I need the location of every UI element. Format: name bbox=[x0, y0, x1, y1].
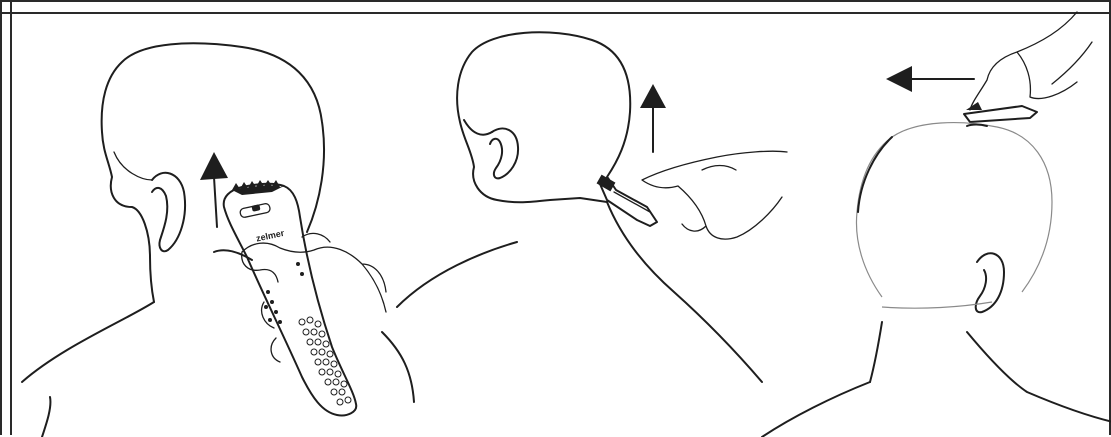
clipper-brand-label: zelmer bbox=[255, 228, 285, 244]
panel-3-shoulders bbox=[762, 382, 870, 437]
panel-2-hand bbox=[642, 151, 787, 239]
panel-2-shoulders bbox=[397, 242, 517, 307]
panel-3-left-arrow-icon bbox=[886, 66, 912, 92]
panel-1-arrow-shaft bbox=[214, 177, 217, 227]
panel-2-clipper bbox=[597, 175, 657, 226]
panel-3-clipper-blade bbox=[966, 102, 982, 110]
panel-3-top-head-trim bbox=[762, 12, 1111, 437]
panel-1-clipper: zelmer bbox=[224, 180, 357, 415]
panel-1-shoulders bbox=[22, 302, 154, 382]
panel-1-ear bbox=[152, 173, 185, 251]
panel-2-side-neck-trim bbox=[397, 32, 787, 382]
clipper-grip-pattern bbox=[299, 317, 351, 405]
panel-1-hand bbox=[242, 233, 386, 362]
panel-2-ear bbox=[490, 128, 518, 178]
panel-2-up-arrow-icon bbox=[640, 84, 666, 108]
panel-3-head-outline bbox=[856, 123, 1052, 297]
panel-1-back-neck-trim: zelmer bbox=[22, 43, 414, 437]
panel-3-hand bbox=[970, 12, 1092, 110]
panel-1-up-arrow-icon bbox=[200, 152, 228, 180]
